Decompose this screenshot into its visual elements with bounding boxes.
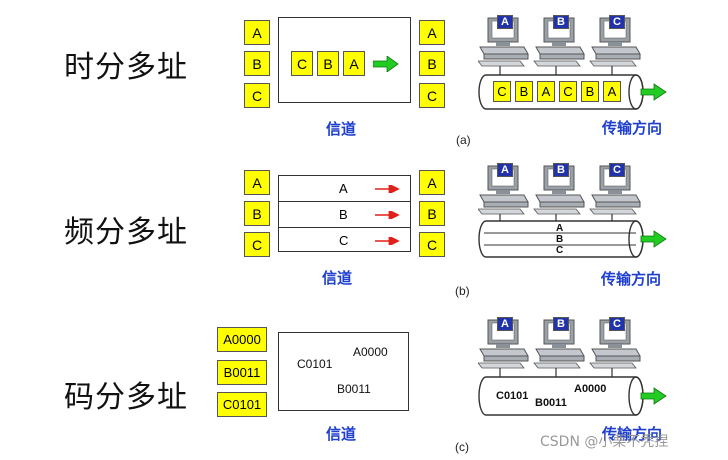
row-b-band-a: A [279, 175, 410, 200]
row-a-cable-box-1: B [515, 81, 533, 102]
row-b-left-box-c: C [244, 232, 270, 257]
row-a-channel-box-b: B [317, 51, 339, 76]
row-b-pc-label-b: B [553, 163, 569, 177]
row-c-tag: (c) [455, 440, 469, 454]
row-a-right-box-c: C [419, 83, 445, 108]
row-b-left-box-b: B [244, 201, 270, 226]
row-c-left-box-a: A0000 [217, 327, 267, 352]
row-c-channel-frame: C0101 A0000 B0011 [278, 332, 409, 411]
row-b-cable-arrow [640, 230, 667, 248]
row-b-cable-letter-b: B [556, 234, 564, 245]
row-a-left-box-b: B [244, 51, 270, 76]
row-a-channel-box-a: A [343, 51, 365, 76]
row-b-right-box-c: C [419, 232, 445, 257]
row-b-channel-frame: A B C [278, 175, 411, 252]
row-b-channel-label: 信道 [322, 269, 353, 287]
row-c-left-box-c: C0101 [217, 392, 267, 417]
row-b-band-b: B [279, 201, 410, 226]
row-c-channel-code-c: C0101 [297, 357, 333, 371]
row-a-pc-label-b: B [553, 15, 569, 29]
row-b-band-c-label: C [339, 233, 349, 248]
row-b-left-box-a: A [244, 170, 270, 195]
row-a-pc-label-c: C [609, 15, 625, 29]
row-c-pc-label-a: A [497, 317, 513, 331]
row-a-cable-box-0: C [493, 81, 511, 102]
row-c-cable-code-b: B0011 [535, 397, 567, 409]
row-b-band-b-label: B [339, 207, 348, 222]
row-b-right-box-a: A [419, 170, 445, 195]
row-c-cable-arrow [640, 387, 667, 405]
row-c-channel-code-b: B0011 [337, 382, 371, 396]
row-b-tag: (b) [455, 284, 470, 298]
row-a-tag: (a) [456, 133, 471, 147]
row-c-cable-code-a: A0000 [574, 383, 607, 395]
row-a-pc-label-a: A [497, 15, 513, 29]
row-a-channel-frame: C B A [278, 17, 411, 103]
row-c-cable [478, 376, 667, 416]
row-b-cable-letter-a: A [556, 223, 564, 234]
row-a-right-box-a: A [419, 20, 445, 45]
row-a-right-box-b: B [419, 51, 445, 76]
row-b-pc-label-c: C [609, 163, 625, 177]
row-c-direction-label: 传输方向 [602, 425, 663, 443]
row-b-right-box-b: B [419, 201, 445, 226]
row-b-pc-label-a: A [497, 163, 513, 177]
row-title-tdma: 时分多址 [64, 50, 188, 85]
row-a-channel-box-c: C [291, 51, 313, 76]
row-a-cable-arrow [640, 83, 667, 101]
row-b-band-c: C [279, 227, 410, 252]
row-a-cable-box-5: A [603, 81, 621, 102]
row-c-channel-code-a: A0000 [353, 345, 388, 359]
row-b-band-a-label: A [339, 181, 348, 196]
row-a-left-box-a: A [244, 20, 270, 45]
row-c-left-box-b: B0011 [217, 360, 267, 385]
row-a-channel-label: 信道 [326, 120, 357, 138]
row-a-cable-box-3: C [559, 81, 577, 102]
row-a-left-box-c: C [244, 83, 270, 108]
watermark: CSDN @小栗不秃捏 [540, 434, 669, 450]
row-title-fdma: 频分多址 [64, 215, 188, 250]
row-a-cable-box-4: B [581, 81, 599, 102]
row-c-pc-label-b: B [553, 317, 569, 331]
row-b-cable-letter-c: C [556, 245, 564, 256]
row-c-pc-label-c: C [609, 317, 625, 331]
row-c-channel-label: 信道 [326, 425, 357, 443]
row-a-cable-box-2: A [537, 81, 555, 102]
row-b-cable [478, 220, 667, 258]
row-title-cdma: 码分多址 [64, 380, 188, 415]
row-c-cable-code-c: C0101 [496, 390, 529, 402]
row-b-direction-label: 传输方向 [601, 270, 662, 288]
row-a-direction-label: 传输方向 [602, 119, 663, 137]
row-a-green-arrow [373, 56, 399, 72]
